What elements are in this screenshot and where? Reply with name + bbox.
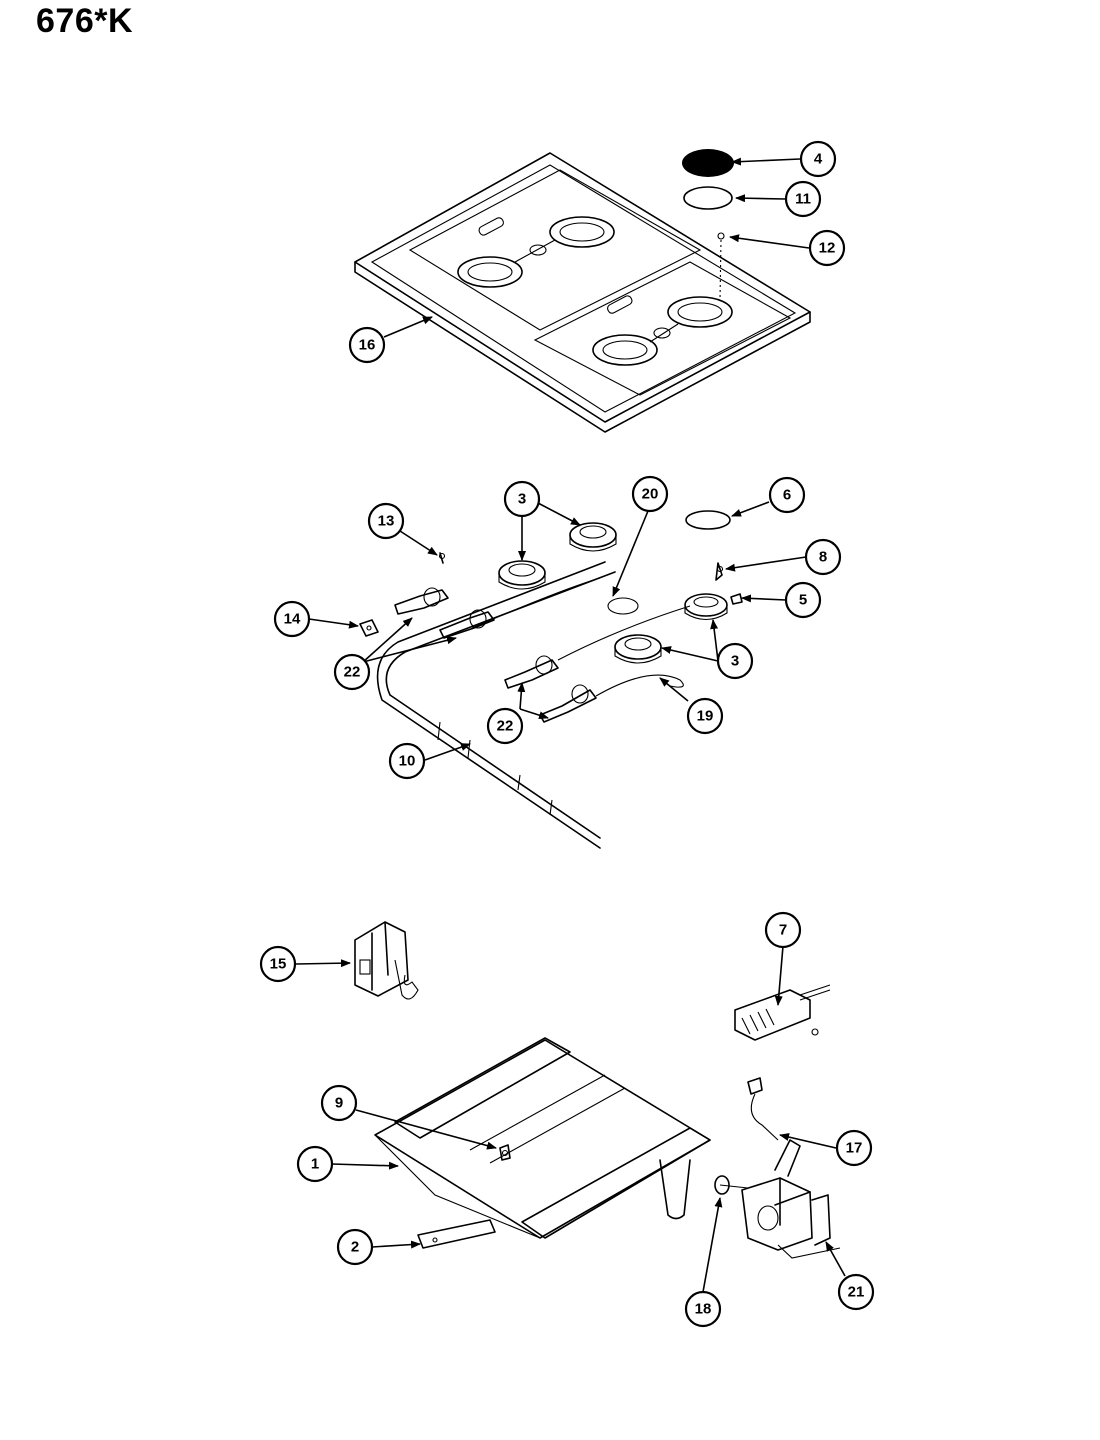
callout-21: 21 (837, 1273, 875, 1311)
callout-20: 20 (631, 475, 669, 513)
callout-1: 1 (296, 1145, 334, 1183)
callout-22-bottom: 22 (486, 707, 524, 745)
callout-15: 15 (259, 945, 297, 983)
screw-12-part (717, 232, 725, 301)
oven-burner-baffle-part (374, 1037, 711, 1239)
leader-lines (295, 157, 846, 1293)
callout-7: 7 (764, 911, 802, 949)
svg-text:9: 9 (335, 1095, 343, 1112)
support-bracket-part (417, 1219, 496, 1249)
callout-3-top: 3 (503, 480, 541, 518)
oven-igniter-part (747, 1077, 779, 1141)
diagram-title: 676*K (36, 2, 134, 40)
burner-head-part (498, 522, 728, 664)
svg-text:2: 2 (351, 1239, 359, 1256)
callout-3-right: 3 (716, 642, 754, 680)
svg-text:6: 6 (783, 487, 791, 504)
svg-text:12: 12 (819, 240, 836, 257)
svg-text:18: 18 (695, 1301, 712, 1318)
cooktop-main-top (354, 152, 811, 433)
callout-8: 8 (804, 538, 842, 576)
svg-text:15: 15 (270, 956, 287, 973)
svg-text:3: 3 (731, 653, 739, 670)
svg-text:20: 20 (642, 486, 659, 503)
svg-text:17: 17 (846, 1140, 863, 1157)
svg-text:3: 3 (518, 491, 526, 508)
svg-text:8: 8 (819, 549, 827, 566)
callout-2: 2 (336, 1228, 374, 1266)
small-parts-section3 (499, 1144, 511, 1161)
svg-text:21: 21 (848, 1284, 865, 1301)
svg-text:5: 5 (799, 592, 807, 609)
svg-text:14: 14 (284, 611, 301, 628)
control-module-part (354, 921, 419, 1000)
svg-text:22: 22 (497, 718, 514, 735)
gas-valve-part (394, 587, 597, 723)
callout-6: 6 (768, 476, 806, 514)
callout-22-left: 22 (333, 653, 371, 691)
terminal-block-part (734, 984, 831, 1041)
svg-text:7: 7 (779, 922, 787, 939)
svg-text:4: 4 (814, 151, 823, 168)
callout-18: 18 (684, 1290, 722, 1328)
small-parts-section2 (359, 510, 743, 637)
callout-10: 10 (388, 742, 426, 780)
cap-ring-part (683, 186, 733, 210)
svg-text:16: 16 (359, 337, 376, 354)
callout-4: 4 (799, 140, 837, 178)
callout-11: 11 (784, 180, 822, 218)
callout-5: 5 (784, 581, 822, 619)
svg-text:11: 11 (795, 191, 811, 208)
callout-17: 17 (835, 1129, 873, 1167)
callout-9: 9 (320, 1084, 358, 1122)
burner-cap-part (682, 149, 734, 177)
gas-tube-part (471, 577, 691, 697)
svg-text:19: 19 (697, 708, 714, 725)
svg-text:10: 10 (399, 753, 416, 770)
callout-19: 19 (686, 697, 724, 735)
manifold-pipe-part (376, 561, 616, 849)
svg-text:1: 1 (311, 1156, 319, 1173)
callout-16: 16 (348, 326, 386, 364)
svg-text:22: 22 (344, 664, 361, 681)
callout-12: 12 (808, 229, 846, 267)
svg-text:13: 13 (378, 513, 395, 530)
oven-safety-valve-part (741, 1139, 841, 1259)
oven-burner-tube-part (659, 1159, 749, 1220)
callout-13: 13 (367, 502, 405, 540)
callout-14: 14 (273, 600, 311, 638)
